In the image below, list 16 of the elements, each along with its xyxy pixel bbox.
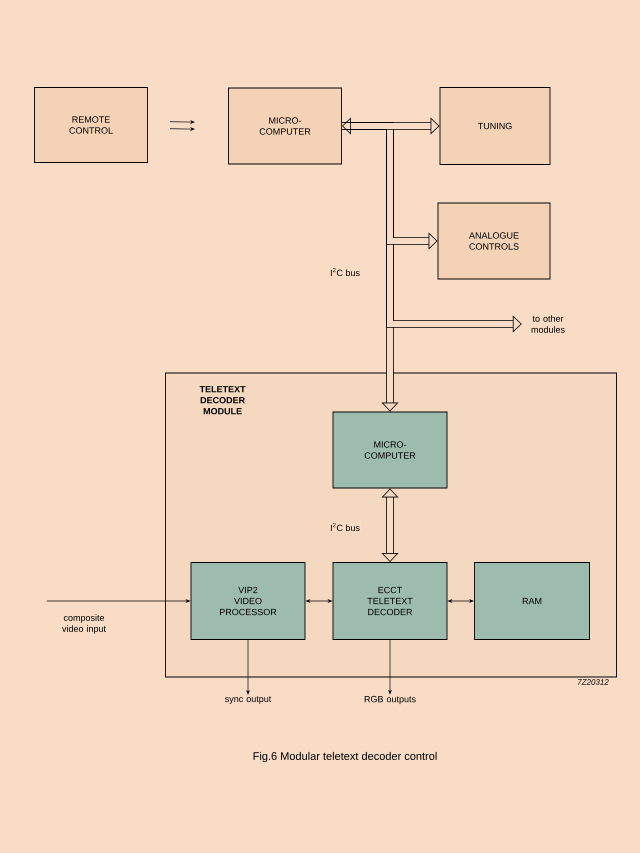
block-box: VIP2 VIDEO PROCESSOR (190, 562, 306, 640)
block-box: REMOTE CONTROL (34, 87, 148, 163)
signal-text: composite video input (62, 614, 106, 634)
caption: Fig.6 Modular teletext decoder control (254, 752, 437, 762)
signal-text: to other modules (532, 315, 565, 333)
drawing-number: 7Z20312 (578, 679, 609, 685)
block-box: ECCT TELETEXT DECODER (332, 562, 448, 640)
signal-text: RGB outputs (364, 696, 416, 704)
signal-text: sync output (225, 696, 272, 704)
edge-label: I$^{2}$C bus (329, 522, 361, 532)
block-box: MICRO- COMPUTER (332, 412, 448, 488)
block-box: ANALOGUE CONTROLS (438, 202, 550, 280)
block-box: MICRO- COMPUTER (228, 88, 342, 164)
edge-label: I$^{2}$C bus (329, 266, 361, 278)
block-box: TUNING (440, 87, 550, 165)
block-box: RAM (474, 562, 590, 640)
